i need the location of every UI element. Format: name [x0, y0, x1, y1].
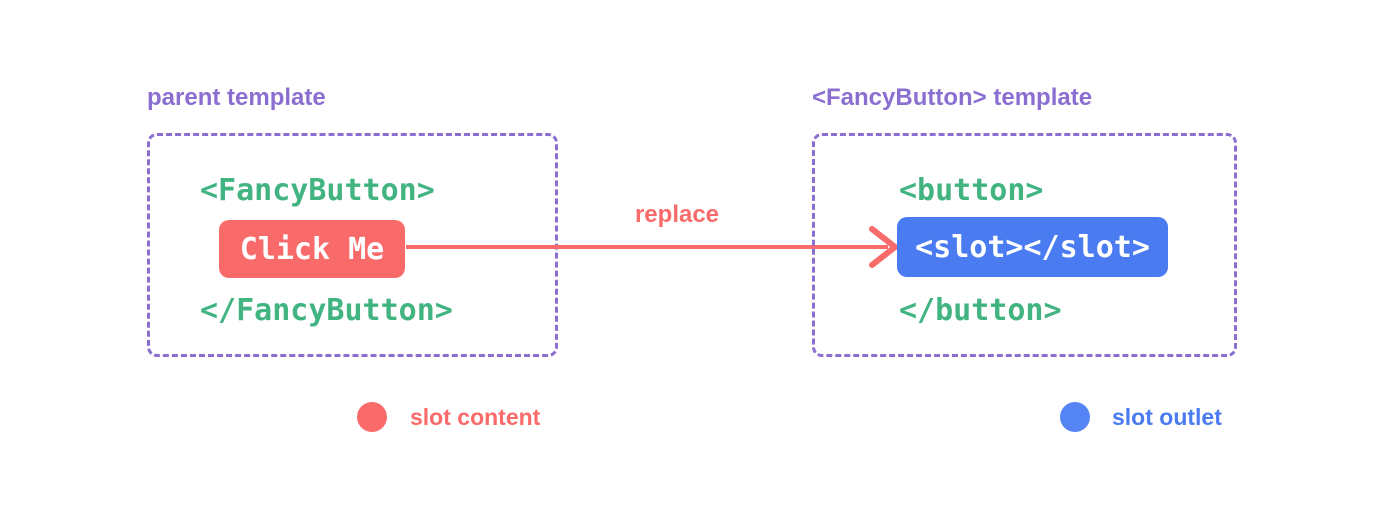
- fancybutton-open-tag: <FancyButton>: [200, 173, 435, 208]
- slot-content-chip: Click Me: [219, 220, 405, 278]
- fancybutton-close-tag: </FancyButton>: [200, 293, 453, 328]
- slot-outlet-chip-label: <slot></slot>: [915, 229, 1150, 265]
- slot-content-dot-icon: [357, 402, 387, 432]
- slot-content-chip-label: Click Me: [239, 231, 385, 267]
- fancybutton-template-box: [812, 133, 1237, 357]
- fancybutton-template-title: <FancyButton> template: [812, 84, 1093, 111]
- button-close-tag: </button>: [899, 293, 1062, 328]
- replace-label: replace: [634, 201, 720, 228]
- slot-content-legend-label: slot content: [410, 404, 541, 430]
- replace-arrow-icon: [406, 226, 898, 268]
- slot-outlet-chip: <slot></slot>: [897, 217, 1168, 277]
- parent-template-title: parent template: [147, 84, 326, 111]
- button-open-tag: <button>: [899, 173, 1044, 208]
- slot-outlet-legend-label: slot outlet: [1112, 404, 1222, 430]
- slot-outlet-dot-icon: [1060, 402, 1090, 432]
